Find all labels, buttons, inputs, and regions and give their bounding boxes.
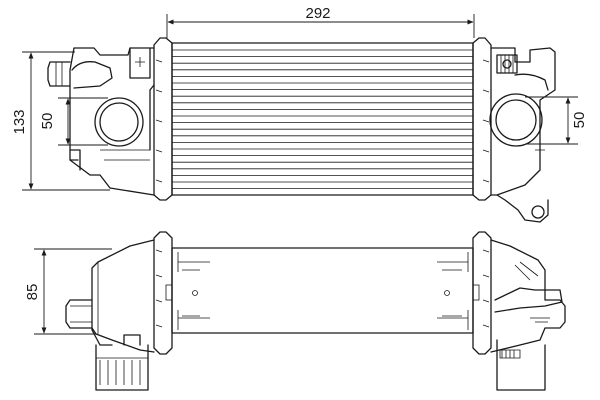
top-core	[171, 247, 474, 334]
left-tank-top	[65, 239, 155, 391]
right-tank-top	[490, 239, 566, 391]
dim-133-label: 133	[11, 109, 28, 134]
dimension-85: 85	[24, 248, 112, 335]
dimension-50-left: 50	[39, 97, 108, 146]
top-view: 85	[24, 231, 566, 391]
dim-85-label: 85	[24, 284, 41, 301]
dimension-292: 292	[166, 5, 475, 38]
front-core	[171, 42, 474, 196]
dimension-133: 133	[11, 51, 110, 191]
dim-292-label: 292	[305, 5, 330, 22]
left-tank-front	[47, 47, 155, 196]
front-view: 292 133 50 50	[11, 5, 588, 223]
top-side-plates	[153, 231, 492, 355]
dimension-50-right: 50	[525, 96, 588, 145]
dim-50-left-label: 50	[39, 113, 56, 130]
dim-50-right-label: 50	[571, 112, 588, 129]
right-tank-front	[489, 47, 556, 223]
core-fins	[172, 49, 473, 190]
